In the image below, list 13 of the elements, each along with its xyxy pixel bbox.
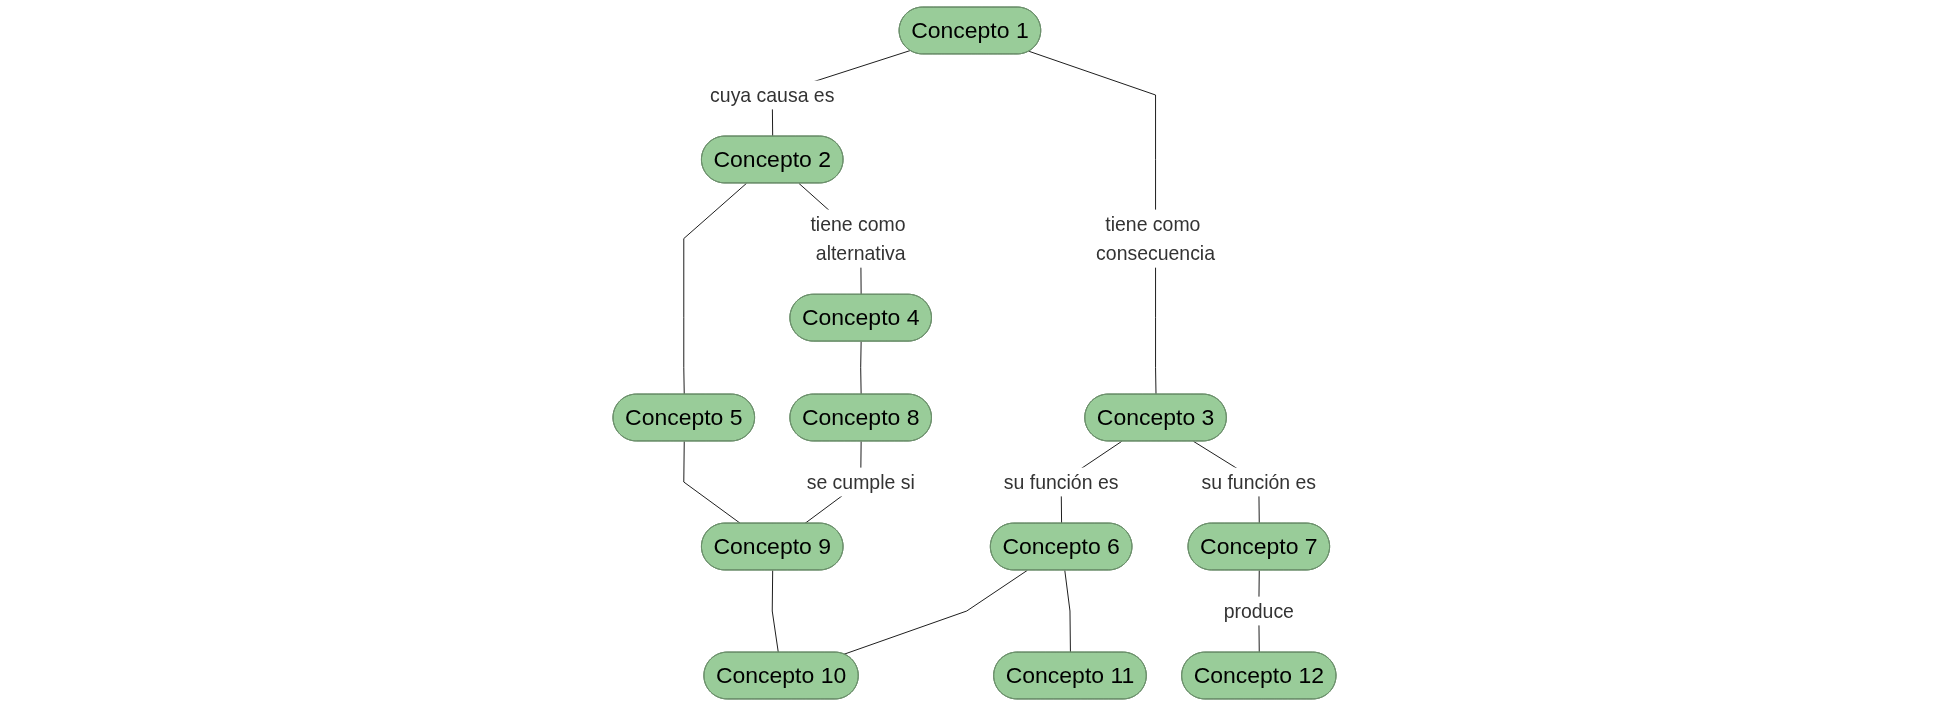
connector bbox=[683, 182, 747, 395]
edge-label: produce bbox=[1223, 599, 1294, 623]
edge-label: su función es bbox=[1003, 470, 1119, 494]
edge-label: tiene como consecuencia bbox=[1096, 212, 1215, 265]
connector bbox=[683, 440, 742, 524]
edge-label: tiene como alternativa bbox=[810, 212, 906, 265]
edge-label: cuya causa es bbox=[710, 83, 835, 107]
edge-label: su función es bbox=[1201, 470, 1317, 494]
edge-label: se cumple si bbox=[806, 470, 915, 494]
connector bbox=[860, 341, 862, 395]
connector bbox=[1064, 569, 1071, 653]
connector bbox=[843, 569, 1028, 655]
connector bbox=[771, 569, 779, 653]
